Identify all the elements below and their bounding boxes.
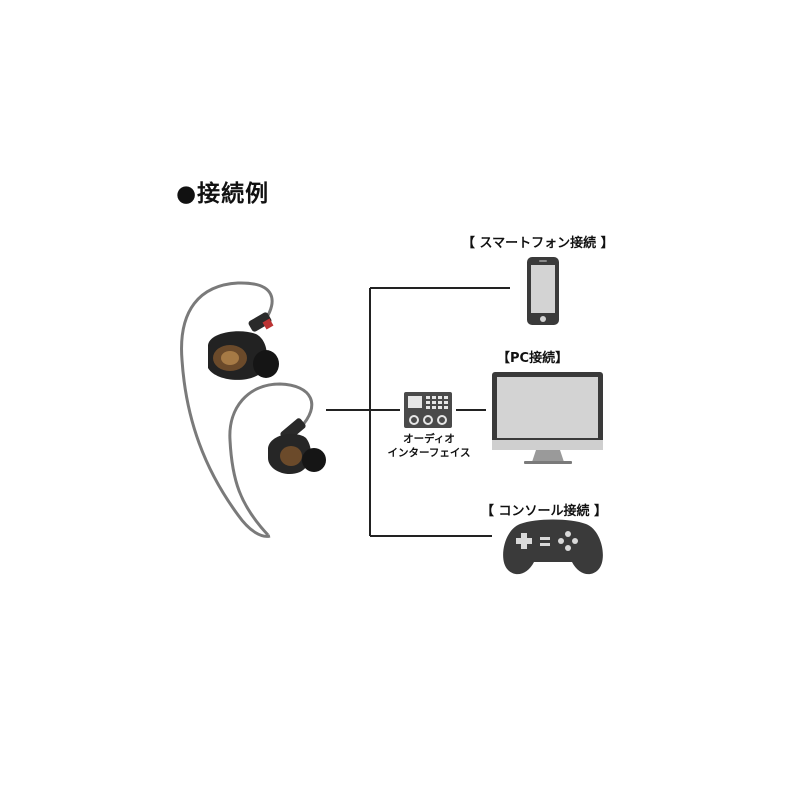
smartphone-label: 【 スマートフォン接続 】: [462, 236, 614, 251]
diagram-title: ●接続例: [176, 181, 270, 207]
audio-interface-label-line2: インターフェイス: [387, 447, 471, 459]
console-label: 【 コンソール接続 】: [481, 504, 608, 519]
audio-interface-label-line1: オーディオ: [403, 433, 455, 445]
audio-interface-label: オーディオ インターフェイス: [383, 432, 475, 460]
pc-label: 【PC接続】: [497, 351, 569, 366]
